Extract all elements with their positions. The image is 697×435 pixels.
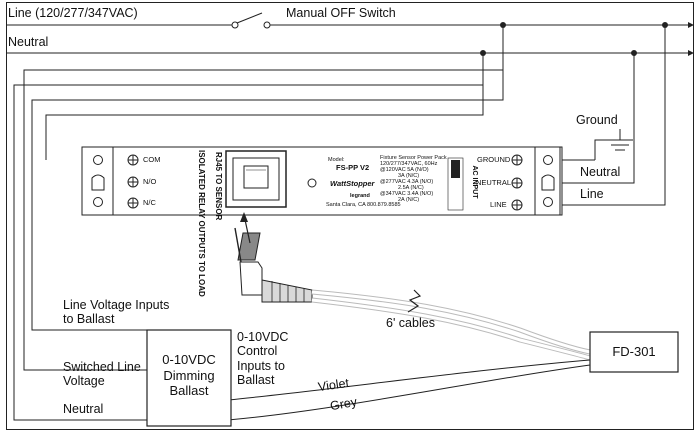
terminal-screw-neutral (511, 177, 523, 189)
mount-hole (93, 155, 103, 165)
terminal-screw-com (127, 154, 139, 166)
neutral-arrow (688, 50, 694, 56)
terminal-line-label: LINE (490, 200, 507, 209)
ground-label: Ground (576, 113, 618, 127)
spec-title-label: Fixture Sensor Power Pack (380, 155, 447, 161)
terminal-screw-ground (511, 154, 523, 166)
mount-hole (543, 197, 553, 207)
terminal-screw-no (127, 176, 139, 188)
terminal-screw-nc (127, 197, 139, 209)
relay-title-label: ISOLATED RELAY OUTPUTS TO LOAD (197, 150, 206, 297)
line-right-label: Line (580, 187, 604, 201)
spec-line: 2.5A (N/C) (398, 185, 424, 192)
ballast-box (146, 329, 232, 427)
cable-break-symbol (407, 289, 422, 313)
line-supply-label: Line (120/277/347VAC) (8, 6, 138, 20)
brand-label: WattStopper (330, 179, 375, 188)
ballast-label: 0-10VDC Dimming Ballast (162, 352, 216, 399)
spec-line: 120/277/347VAC, 60Hz (380, 161, 438, 167)
terminal-ground-label: GROUND (477, 155, 511, 164)
switch-contact-right (263, 21, 271, 29)
line-to-com-wire (45, 53, 484, 140)
mount-slot (541, 174, 555, 191)
fd301-box (589, 331, 679, 373)
terminal-nc-label: N/C (143, 198, 156, 207)
grey-wire (227, 364, 591, 421)
spec-line: 2A (N/C) (398, 197, 420, 204)
power-pack-outline (81, 146, 563, 216)
model-label: FS-PP V2 (336, 163, 370, 172)
sub-brand-label: legrand (350, 193, 370, 199)
rj45-title-label: RJ45 TO SENSOR (214, 152, 223, 221)
terminal-neutral-label: NEUTRAL (476, 178, 512, 187)
switched-line-voltage-label: Switched Line Voltage (63, 360, 141, 389)
fd301-label: FD-301 (612, 344, 656, 359)
diagram-frame (6, 2, 694, 430)
neutral-bottom-label: Neutral (63, 402, 104, 416)
violet-wire (227, 359, 591, 401)
line-voltage-inputs-label: Line Voltage Inputs to Ballast (63, 298, 170, 327)
neutral-supply-label: Neutral (8, 35, 49, 49)
sensor-cable (311, 297, 591, 361)
terminal-screw-line (511, 199, 523, 211)
led-indicator (307, 178, 317, 188)
rj45-boot (239, 261, 263, 296)
mount-slot (91, 174, 105, 191)
switch-contact-left (231, 21, 239, 29)
neutral-right-label: Neutral (580, 165, 621, 179)
spec-line: @277VAC 4.3A (N/O) (380, 179, 434, 186)
mount-hole (543, 155, 553, 165)
line-to-pack-wire (555, 25, 666, 206)
address-label: Santa Clara, CA 800.879.8585 (326, 202, 401, 208)
cables-label: 6' cables (386, 316, 435, 330)
neutral-to-ballast-wire (13, 53, 484, 421)
model-prefix-label: Model: (328, 157, 345, 163)
switched-line-wire (23, 25, 504, 371)
spec-line: 3A (N/C) (398, 173, 420, 180)
mount-hole (93, 197, 103, 207)
spec-lines: 120/277/347VAC, 60Hz @120VAC 5A (N/O) 3A… (380, 161, 446, 203)
manual-switch-label: Manual OFF Switch (286, 6, 396, 20)
terminal-no-label: N/O (143, 177, 157, 186)
switch-blade (236, 12, 263, 24)
spec-line: @347VAC 3.4A (N/O) (380, 191, 434, 198)
spec-line: @120VAC 5A (N/O) (380, 167, 429, 174)
neutral-to-pack-wire (555, 53, 635, 184)
control-inputs-label: 0-10VDC Control Inputs to Ballast (237, 330, 289, 388)
terminal-com-label: COM (143, 155, 161, 164)
line-arrow (688, 22, 694, 28)
line-to-relay-wire (31, 25, 504, 331)
